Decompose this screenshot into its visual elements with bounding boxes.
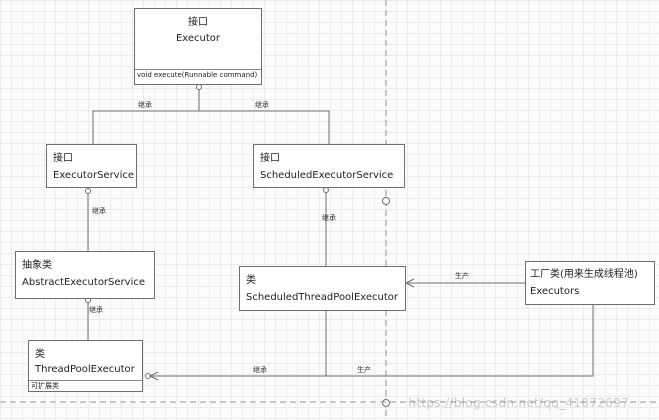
abstract-executor-service-box[interactable]: 抽象类 AbstractExecutorService <box>15 251 155 299</box>
produce-connector-bottom <box>150 305 594 377</box>
label-inherit-abstract-executor-service: 继承 <box>89 306 103 314</box>
label-inherit-left: 继承 <box>138 101 152 109</box>
separator-handle-top <box>382 197 390 205</box>
executors-factory-box[interactable]: 工厂类(用来生成线程池) Executors <box>525 261 655 305</box>
label-inherit-stpe-to-tpe: 继承 <box>253 366 267 374</box>
produce-arrowhead-top <box>404 278 415 288</box>
executors-stereotype: 工厂类(用来生成线程池) <box>530 269 638 280</box>
inherit-arrowhead-scheduled-executor-service <box>323 187 329 193</box>
executor-stereotype: 接口 <box>188 17 208 28</box>
thread-pool-executor-name: ThreadPoolExecutor <box>35 364 135 375</box>
scheduled-thread-pool-executor-stereotype: 类 <box>246 275 256 286</box>
label-inherit-right: 继承 <box>255 101 269 109</box>
executor-service-name: ExecutorService <box>53 170 135 181</box>
inherit-connector-scheduled-executor-service <box>199 110 330 144</box>
executor-service-interface-box[interactable]: 接口 ExecutorService <box>46 144 137 188</box>
thread-pool-executor-box[interactable]: 类 ThreadPoolExecutor 可扩展类 <box>28 340 143 392</box>
scheduled-thread-pool-executor-name: ScheduledThreadPoolExecutor <box>246 292 399 303</box>
abstract-executor-service-name: AbstractExecutorService <box>22 277 146 288</box>
watermark-text: https://blog.csdn.net/qq_41872697 <box>408 396 629 410</box>
label-inherit-executor-service: 继承 <box>92 207 106 215</box>
separator-handle-bottom <box>382 399 390 407</box>
scheduled-executor-service-stereotype: 接口 <box>260 153 280 164</box>
scheduled-executor-service-interface-box[interactable]: 接口 ScheduledExecutorService <box>253 144 405 188</box>
thread-pool-executor-note: 可扩展类 <box>29 380 142 391</box>
inherit-arrowhead-executor <box>196 84 202 90</box>
abstract-executor-service-stereotype: 抽象类 <box>22 260 52 271</box>
produce-arrowhead-bottom <box>148 371 159 381</box>
executor-service-stereotype: 接口 <box>53 153 73 164</box>
label-inherit-scheduled-executor-service: 继承 <box>322 214 336 222</box>
inherit-arrowhead-executor-service <box>85 188 91 194</box>
executor-name: Executor <box>175 33 221 44</box>
label-produce-top: 生产 <box>455 272 469 280</box>
executors-name: Executors <box>530 286 580 297</box>
inherit-connector-stpe-to-tpe <box>151 311 327 377</box>
executor-interface-box[interactable]: 接口 Executor void execute(Runnable comman… <box>134 8 262 85</box>
inherit-connector-executor-service <box>92 89 200 144</box>
scheduled-thread-pool-executor-box[interactable]: 类 ScheduledThreadPoolExecutor <box>239 266 406 311</box>
label-produce-bottom: 生产 <box>357 366 371 374</box>
thread-pool-executor-stereotype: 类 <box>35 349 45 360</box>
scheduled-executor-service-name: ScheduledExecutorService <box>260 170 394 181</box>
executor-method: void execute(Runnable command) <box>135 69 261 80</box>
